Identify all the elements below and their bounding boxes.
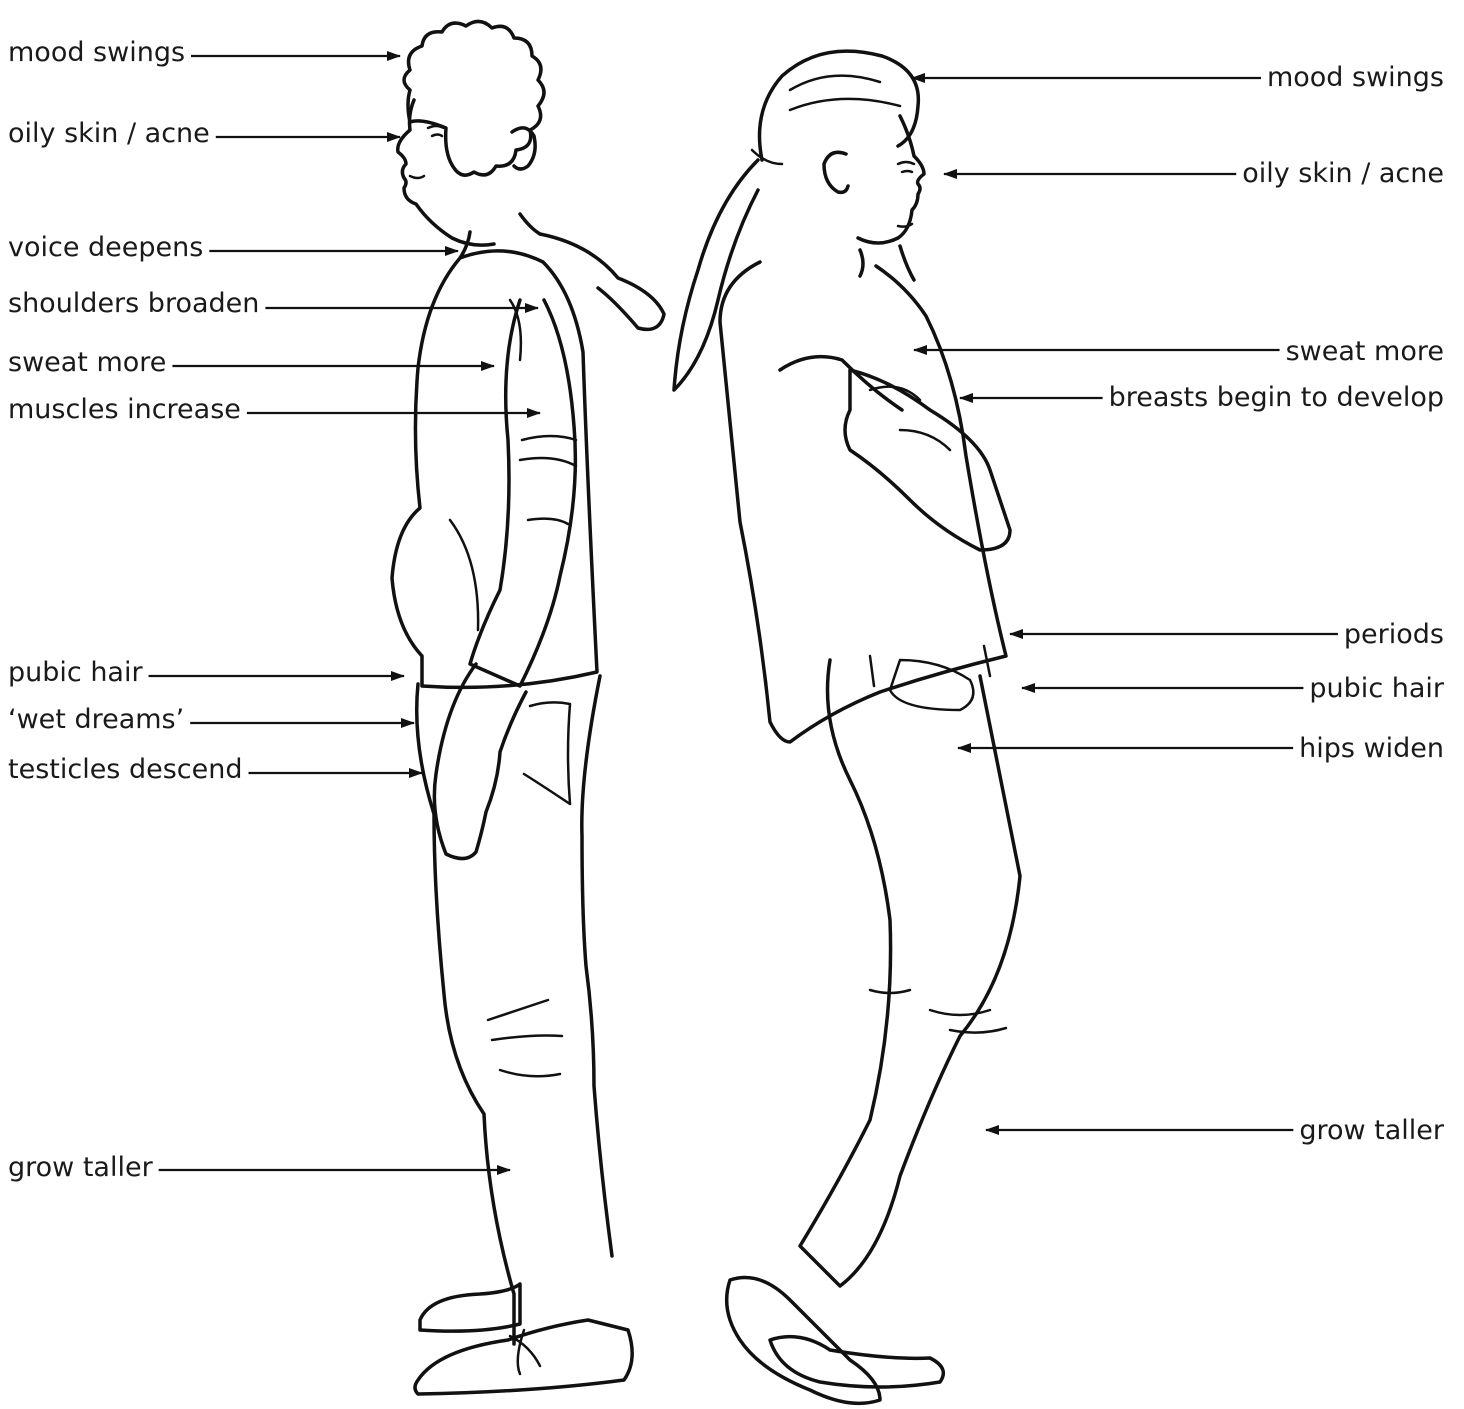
girl-label-mood-swings: mood swings bbox=[1267, 62, 1444, 94]
girl-label-oily-skin-acne: oily skin / acne bbox=[1242, 158, 1444, 190]
girl-label-sweat-more: sweat more bbox=[1286, 336, 1444, 368]
boy-label-wet-dreams: ‘wet dreams’ bbox=[8, 704, 184, 736]
girl-label-grow-taller: grow taller bbox=[1299, 1115, 1444, 1147]
boy-hoodie bbox=[392, 251, 597, 687]
girl-shoe-back bbox=[770, 1337, 943, 1387]
boy-figure bbox=[392, 21, 664, 1394]
boy-label-sweat-more: sweat more bbox=[8, 347, 166, 379]
boy-label-mood-swings: mood swings bbox=[8, 37, 185, 69]
girl-shirt bbox=[720, 262, 1006, 742]
boy-label-testicles-descend: testicles descend bbox=[8, 754, 242, 786]
boy-knee-folds bbox=[488, 1000, 562, 1076]
girl-shoe-front bbox=[727, 1278, 880, 1404]
girl-label-periods: periods bbox=[1344, 619, 1444, 651]
boy-pocket bbox=[524, 702, 570, 804]
boy-hand bbox=[434, 664, 526, 859]
boy-label-pubic-hair: pubic hair bbox=[8, 657, 143, 689]
girl-jeans bbox=[800, 660, 1020, 1286]
boy-belly-fold bbox=[450, 520, 478, 630]
girl-label-pubic-hair: pubic hair bbox=[1309, 673, 1444, 705]
boy-arm bbox=[470, 300, 575, 686]
boy-label-muscles-increase: muscles increase bbox=[8, 394, 241, 426]
girl-ear bbox=[824, 152, 848, 192]
girl-eye bbox=[898, 162, 914, 172]
boy-hair bbox=[404, 21, 544, 175]
girl-label-breasts-develop: breasts begin to develop bbox=[1109, 382, 1444, 414]
boy-label-oily-skin-acne: oily skin / acne bbox=[8, 118, 210, 150]
girl-face bbox=[858, 116, 924, 243]
boy-label-voice-deepens: voice deepens bbox=[8, 232, 203, 264]
boy-label-grow-taller: grow taller bbox=[8, 1152, 153, 1184]
girl-ponytail bbox=[674, 160, 758, 390]
girl-mouth bbox=[898, 224, 912, 227]
girl-hair-strands bbox=[790, 76, 900, 110]
boy-mouth bbox=[410, 176, 424, 178]
boy-label-shoulders-broaden: shoulders broaden bbox=[8, 288, 259, 320]
girl-figure bbox=[674, 51, 1020, 1403]
boy-shoe-back bbox=[420, 1284, 520, 1331]
boy-eye bbox=[428, 126, 444, 136]
girl-label-hips-widen: hips widen bbox=[1299, 733, 1444, 765]
